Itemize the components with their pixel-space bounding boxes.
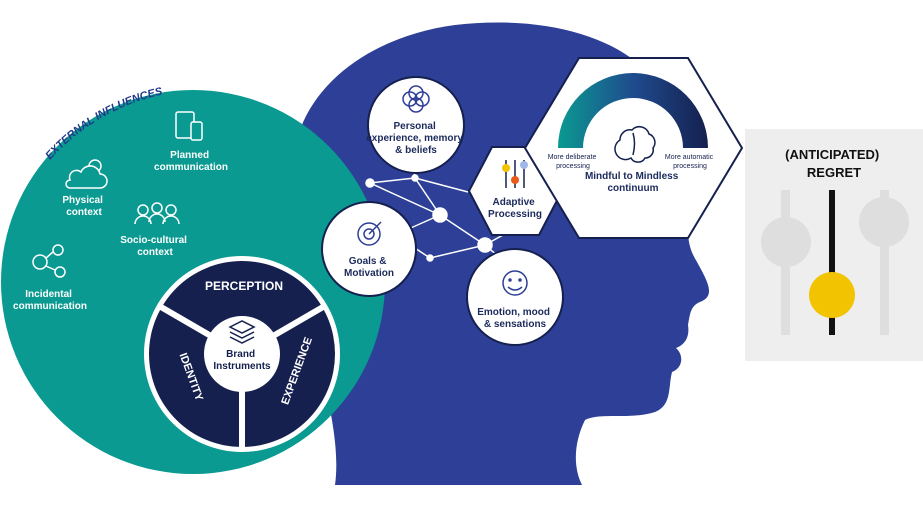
sliders-icon	[502, 160, 528, 188]
mindful-continuum-label: Mindful to Mindless continuum	[585, 171, 681, 194]
automatic-processing-label: More automatic processing	[665, 154, 715, 170]
emotion-mood-label: Emotion, mood & sensations	[477, 307, 553, 330]
brand-instruments-hub	[204, 316, 280, 392]
physical-context-label: Physical context	[62, 195, 105, 218]
perception-label: PERCEPTION	[205, 279, 283, 293]
incidental-communication-label: Incidental communication	[13, 289, 87, 312]
deliberate-processing-label: More deliberate processing	[548, 154, 599, 170]
planned-communication-label: Planned communication	[154, 150, 228, 173]
smiley-icon	[502, 270, 528, 296]
brain-icon	[614, 126, 656, 163]
target-icon	[357, 221, 382, 246]
adaptive-processing-label: Adaptive Processing	[488, 197, 542, 220]
socio-cultural-context-label: Socio-cultural context	[120, 235, 189, 258]
personal-experience-label: Personal experience, memory & beliefs	[366, 121, 466, 156]
regret-sliders	[761, 190, 909, 335]
venn-icon	[402, 85, 430, 113]
weather-icon	[65, 159, 108, 189]
layers-icon	[228, 320, 256, 344]
brand-instruments-label: Brand Instruments	[213, 349, 271, 372]
personal-experience-node	[367, 76, 465, 174]
regret-title: (ANTICIPATED) REGRET	[785, 147, 883, 180]
goals-motivation-node	[321, 201, 417, 297]
device-icon	[175, 111, 203, 141]
network-icon	[32, 244, 66, 278]
people-icon	[134, 202, 180, 225]
mindful-gauge-arc	[558, 73, 708, 148]
emotion-mood-node	[466, 248, 564, 346]
goals-motivation-label: Goals & Motivation	[344, 256, 394, 279]
regret-slider-knob	[809, 272, 855, 318]
